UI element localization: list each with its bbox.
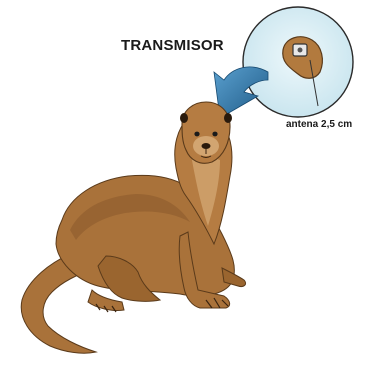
otter-illustration bbox=[21, 102, 245, 353]
antenna-label: antena 2,5 cm bbox=[286, 119, 352, 130]
transmitter-label: TRANSMISOR bbox=[121, 37, 224, 54]
